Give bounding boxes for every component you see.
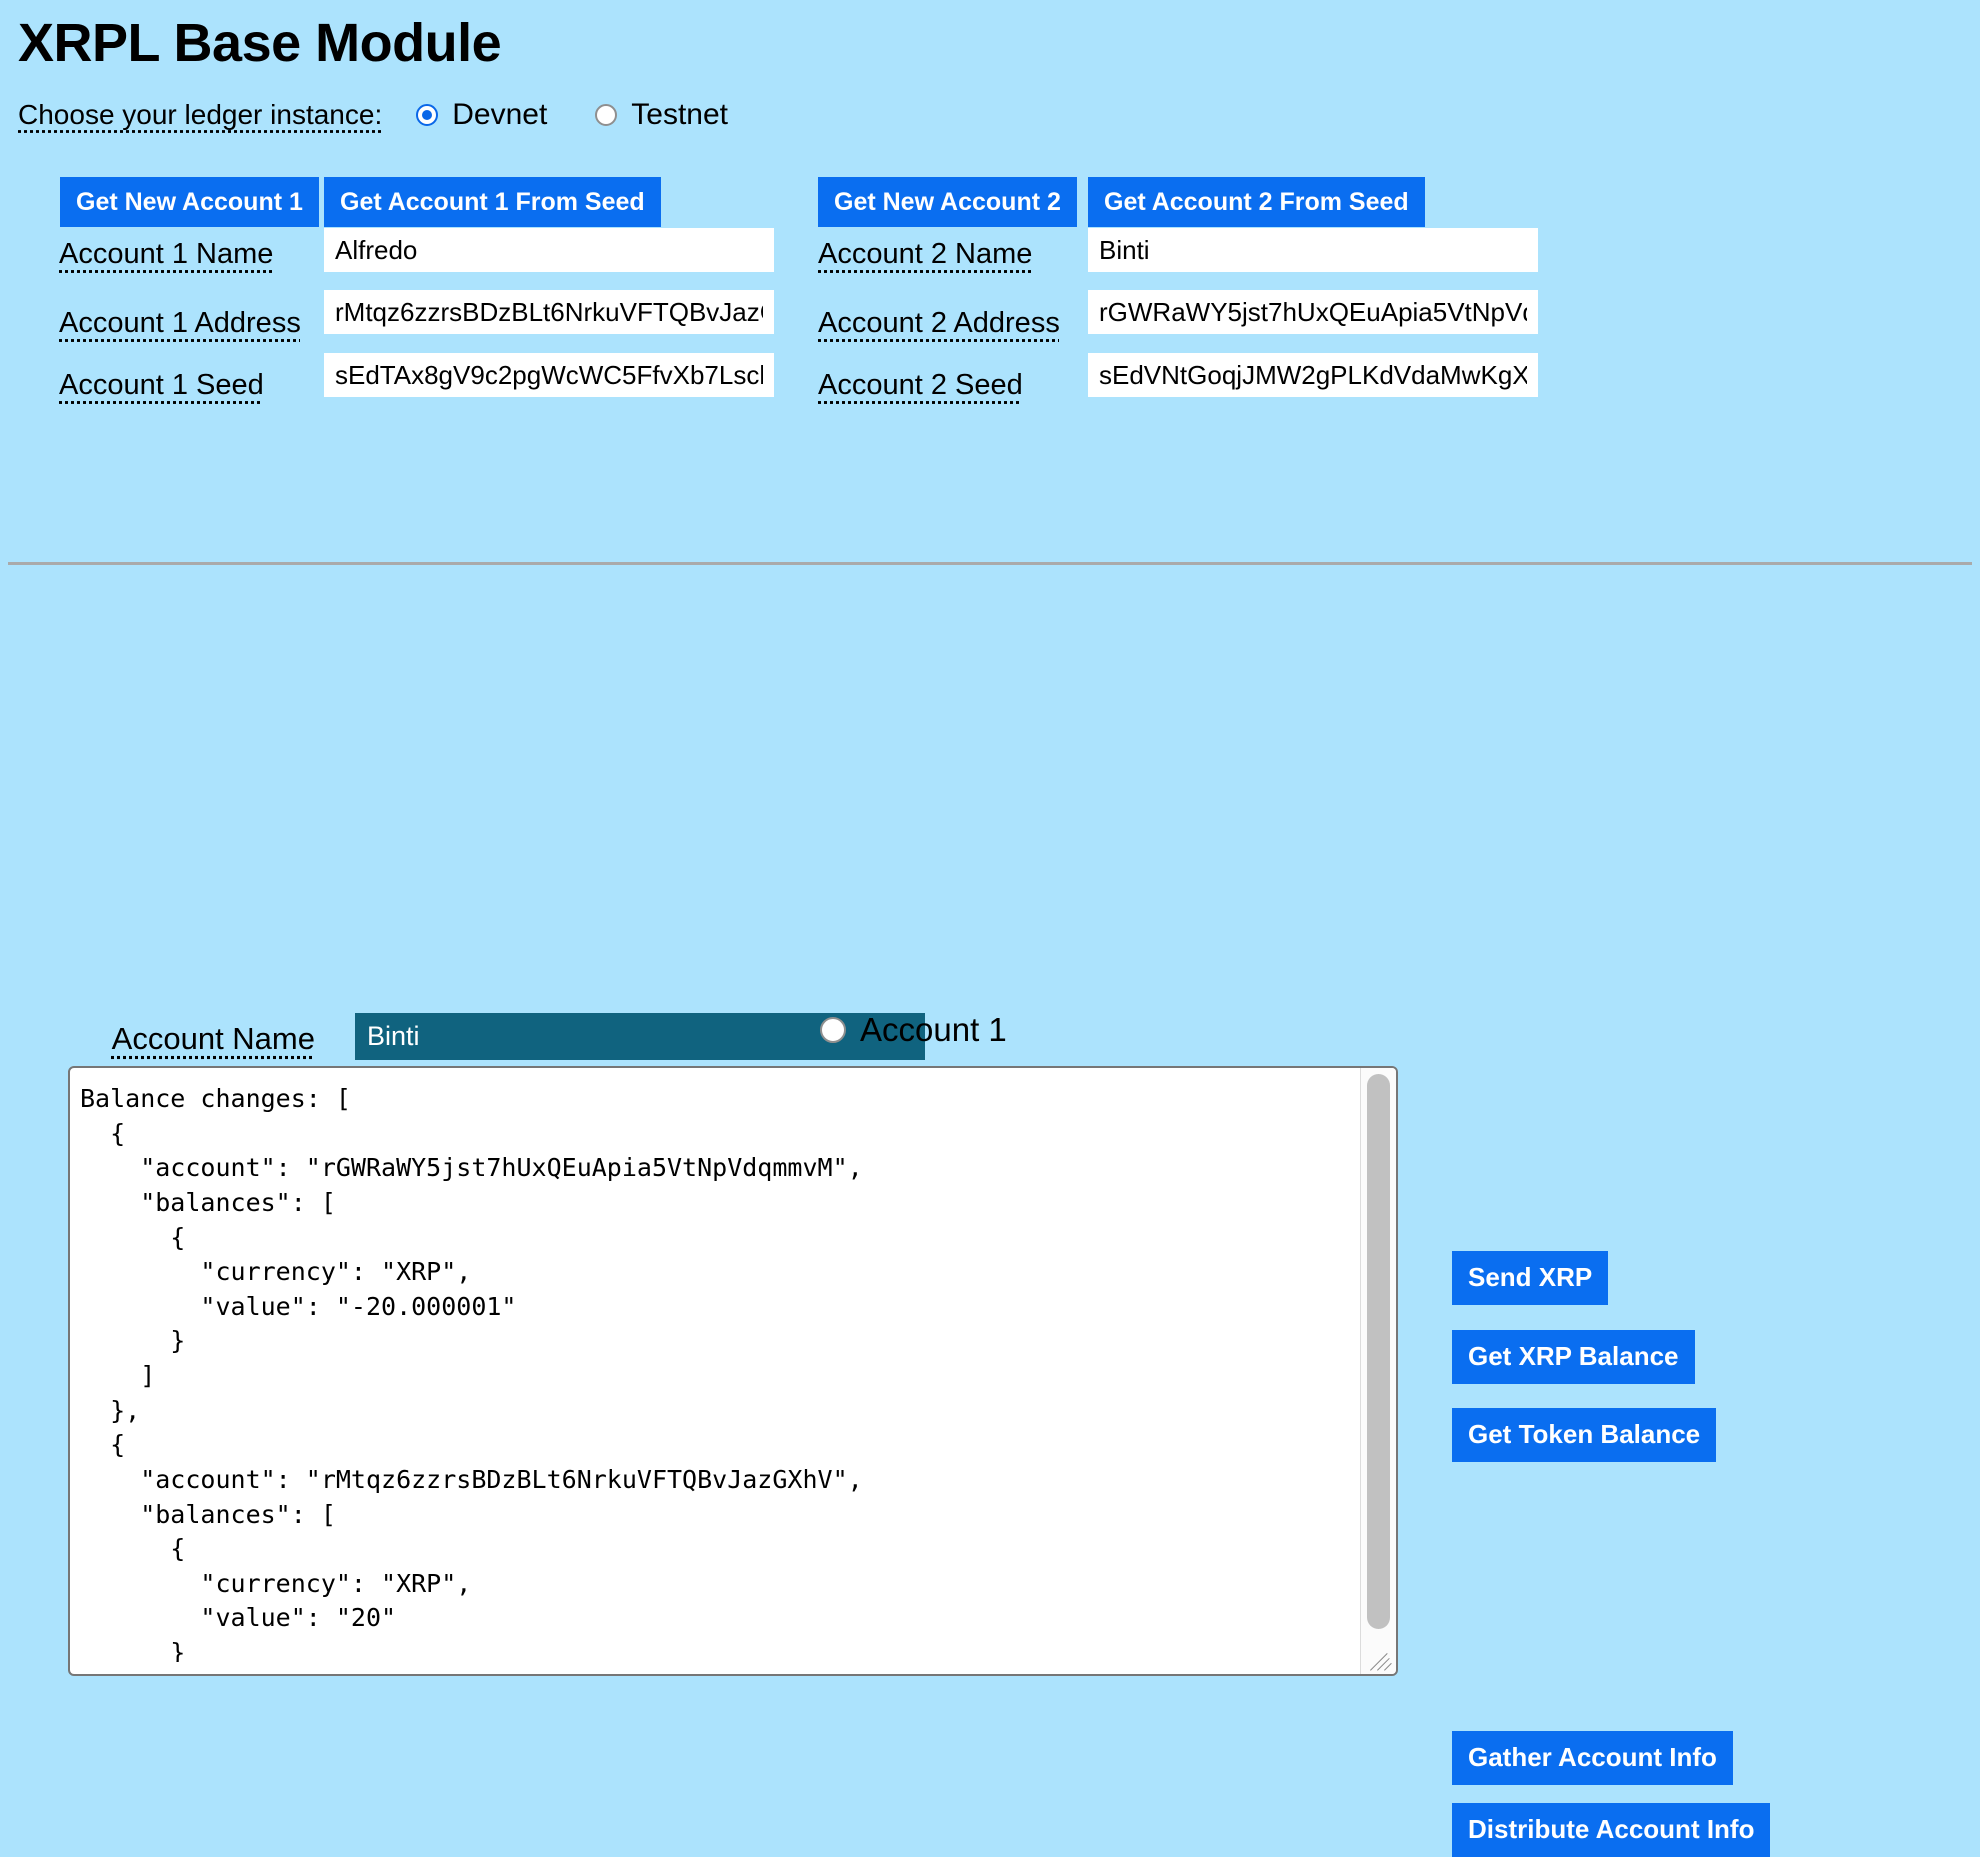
radio-testnet-indicator[interactable] — [595, 104, 618, 127]
account-1-name-input[interactable] — [324, 228, 774, 273]
get-account-2-from-seed-button[interactable]: Get Account 2 From Seed — [1088, 177, 1425, 228]
accounts-section: Get New Account 1 Get Account 1 From See… — [0, 163, 1980, 433]
account-1-seed-input[interactable] — [324, 353, 774, 398]
account-2-seed-input[interactable] — [1088, 353, 1538, 398]
output-scrollbar-thumb[interactable] — [1367, 1074, 1390, 1629]
get-new-account-1-button[interactable]: Get New Account 1 — [60, 177, 319, 228]
account-2-address-input[interactable] — [1088, 290, 1538, 335]
active-account-name-label: Account Name — [111, 1021, 315, 1057]
ledger-instance-label: Choose your ledger instance: — [18, 99, 383, 131]
account-1-name-label: Account 1 Name — [59, 238, 274, 271]
get-account-1-from-seed-button[interactable]: Get Account 1 From Seed — [324, 177, 661, 228]
section-divider — [8, 562, 1972, 565]
send-xrp-button[interactable]: Send XRP — [1452, 1251, 1609, 1305]
account-2-address-label: Account 2 Address — [818, 307, 1060, 340]
account-2-seed-label: Account 2 Seed — [818, 369, 1023, 402]
account-2-name-input[interactable] — [1088, 228, 1538, 273]
output-textarea[interactable]: Balance changes: [ { "account": "rGWRaWY… — [68, 1066, 1398, 1676]
account-1-address-input[interactable] — [324, 290, 774, 335]
radio-option-testnet[interactable]: Testnet — [595, 98, 728, 132]
get-xrp-balance-button[interactable]: Get XRP Balance — [1452, 1330, 1695, 1384]
page-title: XRPL Base Module — [18, 13, 502, 73]
get-new-account-2-button[interactable]: Get New Account 2 — [818, 177, 1077, 228]
radio-devnet-label: Devnet — [452, 98, 548, 132]
distribute-account-info-button[interactable]: Distribute Account Info — [1452, 1803, 1771, 1857]
radio-testnet-label: Testnet — [631, 98, 729, 132]
radio-option-devnet[interactable]: Devnet — [416, 98, 547, 132]
get-token-balance-button[interactable]: Get Token Balance — [1452, 1408, 1717, 1462]
radio-devnet-indicator[interactable] — [416, 104, 439, 127]
account-2-name-label: Account 2 Name — [818, 238, 1033, 271]
gather-account-info-button[interactable]: Gather Account Info — [1452, 1731, 1733, 1785]
radio-option-account-1[interactable]: Account 1 — [820, 1011, 1007, 1049]
output-textarea-content[interactable]: Balance changes: [ { "account": "rGWRaWY… — [80, 1084, 863, 1662]
radio-account-1-indicator[interactable] — [820, 1017, 846, 1044]
account-1-address-label: Account 1 Address — [59, 307, 301, 340]
resize-handle-icon[interactable] — [1368, 1646, 1394, 1672]
radio-account-1-label: Account 1 — [860, 1011, 1007, 1049]
output-scrollbar[interactable] — [1360, 1068, 1396, 1674]
ledger-instance-row: Choose your ledger instance: Devnet Test… — [18, 95, 1980, 135]
account-1-seed-label: Account 1 Seed — [59, 369, 264, 402]
